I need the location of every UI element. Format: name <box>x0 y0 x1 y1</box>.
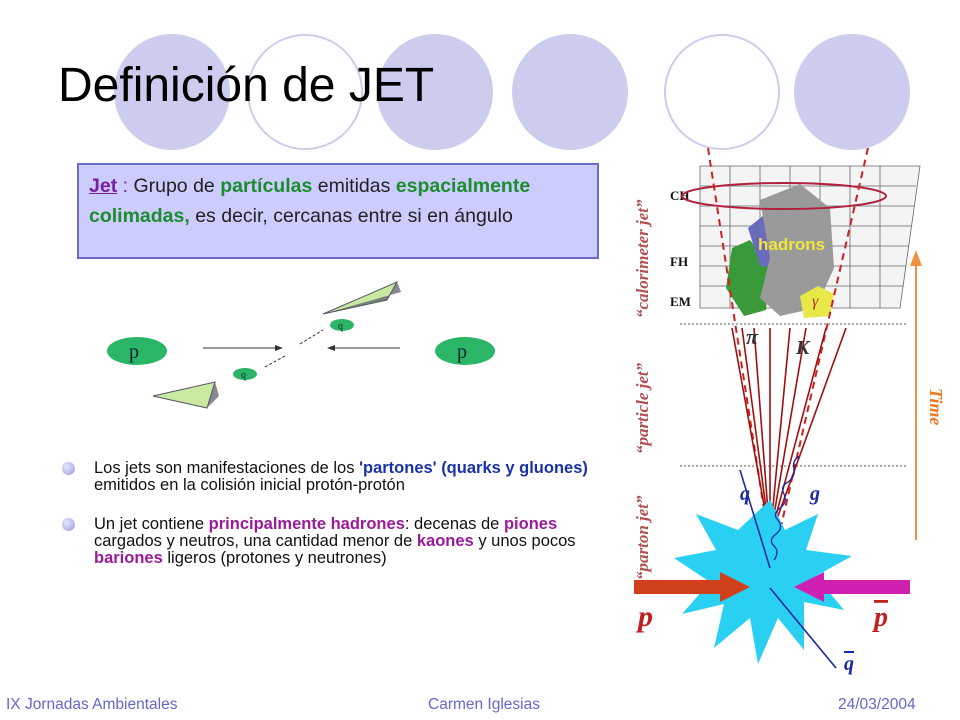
definition-term: Jet <box>89 175 118 197</box>
bullet-list: Los jets son manifestaciones de los 'par… <box>60 460 620 589</box>
beam-antiproton-head <box>794 572 824 602</box>
decor-circle-1 <box>114 34 230 150</box>
bullet-2-highlight-bariones: bariones <box>94 549 163 567</box>
definition-separator: : <box>117 175 134 197</box>
collision-starburst <box>674 500 852 664</box>
calorimeter-jet-label: “calorimeter jet” <box>633 199 652 318</box>
quark-label: q <box>740 483 750 505</box>
definition-text-1: Grupo de <box>133 175 221 197</box>
time-label: Time <box>926 388 946 425</box>
gluon-label: g <box>809 483 820 505</box>
definition-text-3: es decir, cercanas entre si en ángulo <box>189 205 513 227</box>
bullet-2-text-c: : decenas de <box>404 515 504 533</box>
bullet-2-text-e: cargados y neutros, una cantidad menor d… <box>94 532 417 550</box>
bullet-2-text-i: ligeros (protones y neutrones) <box>162 549 387 567</box>
bullet-1-text-c: emitidos en la colisión inicial protón-p… <box>94 476 405 494</box>
particle-tracks <box>731 327 847 539</box>
layer-em-label: EM <box>670 294 691 309</box>
footer-right: 24/03/2004 <box>838 696 916 713</box>
decor-circle-4 <box>512 34 628 150</box>
decor-circle-5 <box>664 34 780 150</box>
layer-fh-label: FH <box>670 254 688 269</box>
antiquark-label: q <box>844 653 854 675</box>
bullet-1-text-a: Los jets son manifestaciones de los <box>94 459 360 477</box>
bullet-item-1: Los jets son manifestaciones de los 'par… <box>60 460 620 494</box>
bullet-item-2: Un jet contiene principalmente hadrones:… <box>60 516 620 567</box>
calorimeter-jet-ellipse <box>681 182 887 210</box>
time-arrow-head <box>910 250 922 266</box>
decor-circle-6 <box>794 34 910 150</box>
decor-circle-2 <box>247 34 363 150</box>
antiproton-label: p <box>872 602 888 633</box>
particle-jet-label: “particle jet” <box>633 362 652 454</box>
bullet-icon <box>62 518 75 531</box>
antiquark-line <box>769 587 837 669</box>
quark-line <box>739 469 771 569</box>
quark-lower <box>233 368 257 380</box>
bullet-icon <box>62 462 75 475</box>
bullet-2-text-g: y unos pocos <box>473 532 576 550</box>
gray-deposit <box>760 184 834 316</box>
jet-cone-upper-shadow <box>323 282 401 314</box>
definition-highlight-1: partículas <box>220 175 313 197</box>
quark-path-down <box>262 355 286 369</box>
definition-text-2: emitidas <box>312 175 396 197</box>
parton-jet-label: “parton jet” <box>633 495 652 580</box>
yellow-deposit <box>800 286 834 318</box>
beam-proton <box>634 580 724 594</box>
page-title: Definición de JET <box>58 59 435 112</box>
proton-left-label: p <box>129 341 139 363</box>
jet-evolution-diagram: CH FH EM hadrons γ π K q g p p q Time “c… <box>633 148 946 675</box>
footer-left: IX Jornadas Ambientales <box>6 696 178 713</box>
definition-box: Jet : Grupo de partículas emitidas espac… <box>77 163 599 259</box>
pion-label: π <box>746 324 759 349</box>
decor-circle-3 <box>377 34 493 150</box>
quark-path-up <box>299 329 324 345</box>
bullet-2-text-a: Un jet contiene <box>94 515 209 533</box>
collision-diagram: p p q q <box>107 280 495 409</box>
bullet-2-highlight-kaones: kaones <box>416 532 474 550</box>
definition-highlight-2: espacialmente colimadas, <box>89 175 531 227</box>
quark-upper <box>330 319 354 331</box>
bullet-2-highlight-piones: piones <box>503 515 558 533</box>
proton-right <box>435 337 495 365</box>
beam-proton-head <box>720 572 750 602</box>
proton-right-label: p <box>457 341 467 363</box>
quark-lower-label: q <box>241 370 246 381</box>
hadrons-label: hadrons <box>758 235 825 254</box>
arrow-right-head <box>327 345 335 351</box>
jet-cone-lower-shadow <box>207 382 219 408</box>
footer-center: Carmen Iglesias <box>428 696 540 713</box>
bullet-1-highlight: 'partones' (quarks y gluones) <box>359 459 588 477</box>
beam-antiproton <box>820 580 910 594</box>
quark-upper-label: q <box>338 321 343 332</box>
kaon-label: K <box>795 337 811 359</box>
gluon-coil <box>770 455 801 561</box>
arrow-left-head <box>275 345 283 351</box>
bullet-2-highlight-hadrones: principalmente hadrones <box>208 515 405 533</box>
proton-left <box>107 337 167 365</box>
proton-label: p <box>635 600 653 633</box>
gamma-label: γ <box>812 293 819 310</box>
jet-cone-lower <box>152 381 216 409</box>
